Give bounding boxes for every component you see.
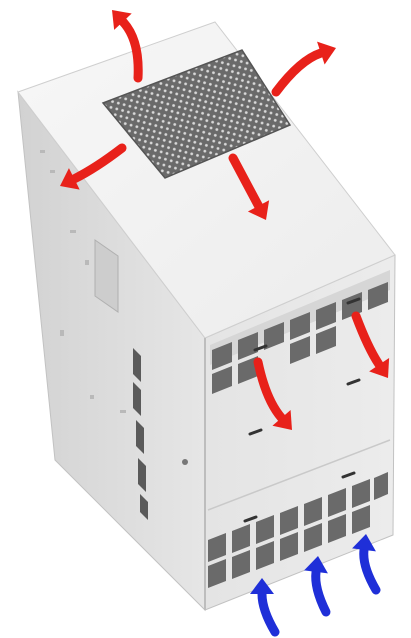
exhaust-arrow-top-right (276, 42, 336, 92)
enclosure (18, 22, 395, 610)
